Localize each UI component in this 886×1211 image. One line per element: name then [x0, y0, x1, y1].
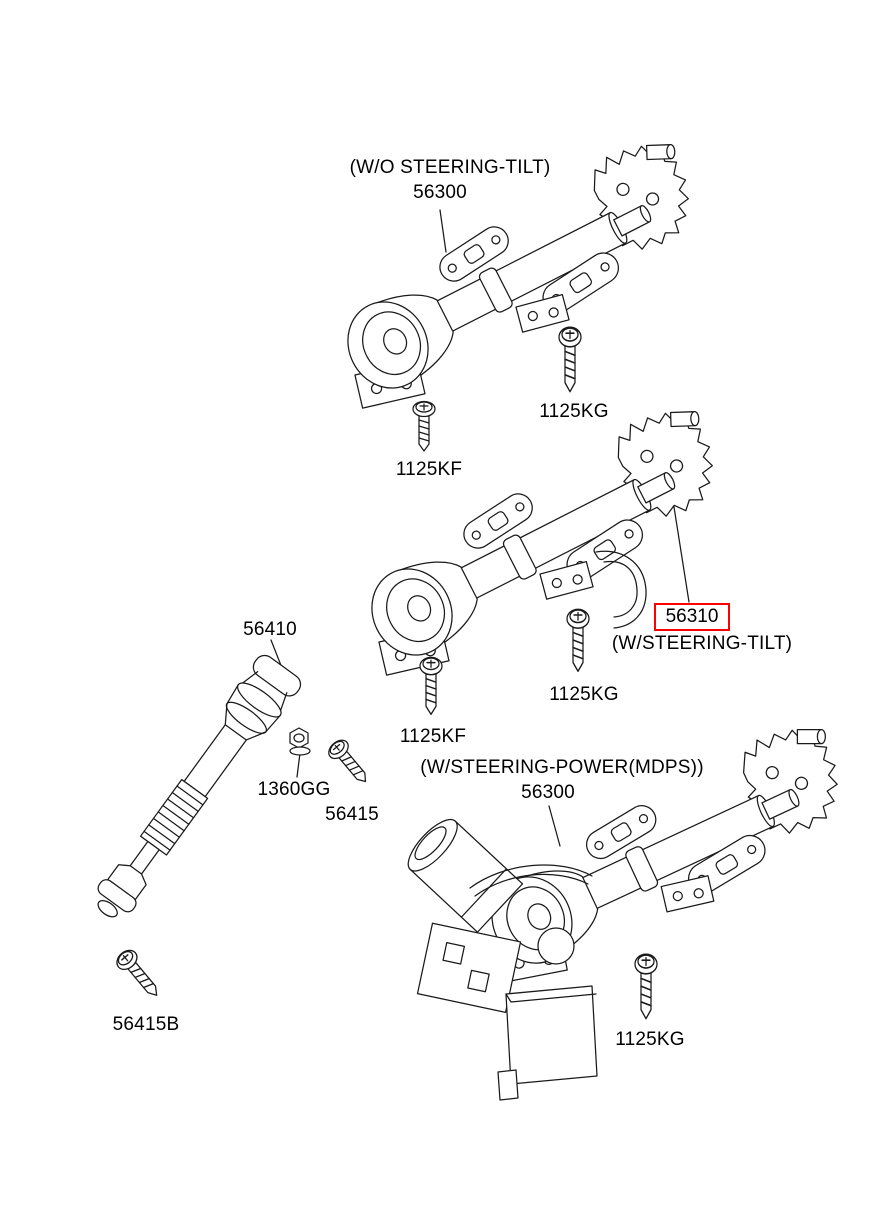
bolt-56415b-drawing — [112, 945, 166, 1004]
caption-wo-steering-tilt: (W/O STEERING-TILT) — [349, 157, 551, 178]
bolt-1125kf-mid-drawing — [419, 656, 443, 716]
bolt-1125kf-top-drawing — [412, 400, 436, 452]
leader-lines — [270, 209, 690, 847]
caption-w-steering-power-mdps: (W/STEERING-POWER(MDPS)) — [420, 757, 704, 778]
steering-column-assembly-middle — [334, 393, 749, 690]
nut-drawing — [289, 727, 311, 756]
steering-column-assembly-bottom — [407, 711, 872, 1101]
part-label-56415b[interactable]: 56415B — [112, 1014, 180, 1035]
part-label-56410[interactable]: 56410 — [243, 619, 297, 640]
bolt-1125kg-bottom-drawing — [634, 953, 658, 1020]
part-label-56415[interactable]: 56415 — [325, 804, 379, 825]
bolt-1125kg-top-drawing — [558, 326, 582, 393]
part-label-56300-bottom[interactable]: 56300 — [521, 782, 575, 803]
mdps-motor — [407, 818, 524, 933]
part-label-1125kg-top[interactable]: 1125KG — [539, 401, 609, 422]
bolt-56415-drawing — [324, 735, 375, 790]
part-label-1125kg-bottom[interactable]: 1125KG — [615, 1029, 685, 1050]
bolt-1125kg-mid-drawing — [566, 608, 590, 673]
part-label-1125kf-top[interactable]: 1125KF — [395, 459, 463, 480]
mdps-ecu-box — [497, 985, 598, 1101]
part-label-1360gg[interactable]: 1360GG — [257, 779, 331, 800]
selected-part-box[interactable]: 56310 — [654, 603, 730, 631]
part-label-1125kf-mid[interactable]: 1125KF — [399, 726, 467, 747]
caption-w-steering-tilt: (W/STEERING-TILT) — [611, 633, 793, 654]
part-label-56300-top[interactable]: 56300 — [413, 182, 467, 203]
part-label-56310: 56310 — [665, 606, 719, 627]
part-label-1125kg-mid[interactable]: 1125KG — [549, 684, 619, 705]
